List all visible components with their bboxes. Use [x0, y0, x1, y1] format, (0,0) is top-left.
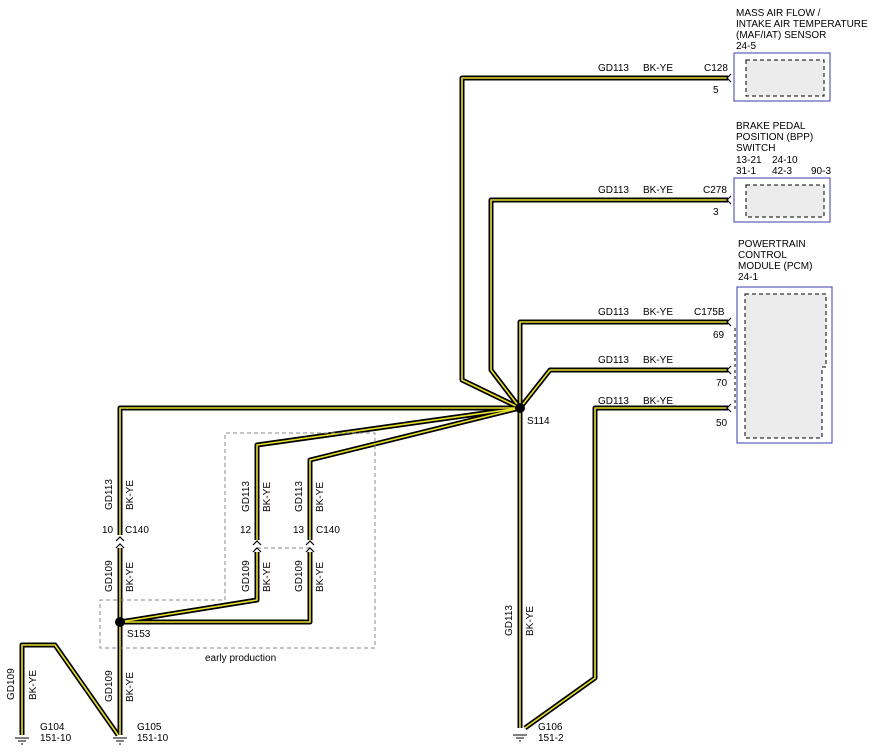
pin-c140-10 — [115, 536, 125, 542]
ground-g105-symbol — [113, 737, 127, 745]
label-bkye-g106: BK-YE — [525, 606, 536, 636]
wire-label-bkye-c128: BK-YE — [643, 63, 674, 74]
wire-label-gd113-50: GD113 — [598, 396, 629, 407]
bpp-ref-b: 24-10 — [772, 155, 798, 166]
label-gd109-g104: GD109 — [6, 668, 17, 700]
pin-c140-13: 13 — [293, 525, 305, 536]
label-gd109-c140-10-b: GD109 — [104, 560, 115, 592]
early-production-outline — [99, 432, 376, 649]
wire-s114-c140-12 — [254, 405, 521, 540]
maf-title-line2: INTAKE AIR TEMPERATURE — [736, 19, 868, 30]
ground-g104-symbol — [15, 737, 29, 745]
wire-s114-c140-10 — [117, 405, 520, 535]
bpp-switch — [733, 177, 831, 223]
vertical-wire-labels: GD113 BK-YE GD113 BK-YE GD113 BK-YE GD10… — [6, 479, 536, 702]
bpp-title-line2: POSITION (BPP) — [736, 132, 814, 143]
wire-s114-c278 — [488, 197, 728, 410]
pin-c175b-70: 70 — [716, 378, 728, 389]
bpp-ref-a: 13-21 — [736, 155, 762, 166]
pin-c140-12 — [252, 540, 262, 546]
wire-c175b-50-g106 — [523, 405, 728, 731]
label-bkye-c140-12-b: BK-YE — [262, 562, 273, 592]
pin-c175b-50: 50 — [716, 418, 728, 429]
pin-c175b-70 — [726, 365, 732, 375]
pin-c140-13-lower — [305, 547, 315, 553]
label-bkye-c140-13-b: BK-YE — [315, 562, 326, 592]
ground-g106: G106 — [538, 722, 563, 733]
label-gd109-c140-13-b: GD109 — [294, 560, 305, 592]
label-gd113-c140-12-a: GD113 — [241, 481, 252, 512]
label-bkye-c140-12-a: BK-YE — [262, 482, 273, 512]
wire-label-bkye-50: BK-YE — [643, 396, 674, 407]
early-production-note: early production — [205, 653, 277, 664]
ground-g105: G105 — [137, 722, 162, 733]
ground-g106-ref: 151-2 — [538, 733, 564, 744]
pin-c140-12: 12 — [240, 525, 252, 536]
pin-c140-10: 10 — [102, 525, 114, 536]
wire-label-gd113-70: GD113 — [598, 355, 629, 366]
ground-g105-ref: 151-10 — [137, 733, 169, 744]
bpp-title-line1: BRAKE PEDAL — [736, 121, 806, 132]
pcm-ref: 24-1 — [738, 272, 759, 283]
wire-c140-13-s153 — [120, 552, 313, 625]
wire-label-gd113-c128: GD113 — [598, 63, 629, 74]
wire-s114-c128 — [459, 75, 728, 411]
connector-c278: C278 — [703, 185, 727, 196]
wire-s114-c140-13 — [307, 405, 521, 540]
wire-label-gd113-c278: GD113 — [598, 185, 629, 196]
ground-g106-symbol — [513, 734, 527, 742]
maf-iat-sensor — [733, 52, 831, 102]
bpp-ref-e: 90-3 — [811, 166, 832, 177]
splice-s153-dot — [115, 617, 125, 627]
label-gd109-c140-12-b: GD109 — [241, 560, 252, 592]
maf-ref: 24-5 — [736, 41, 757, 52]
connector-pins — [115, 73, 732, 553]
connector-c140-a: C140 — [125, 525, 149, 536]
bpp-ref-d: 42-3 — [772, 166, 793, 177]
pcm-module — [734, 286, 833, 444]
label-gd109-g105: GD109 — [104, 670, 115, 702]
ground-symbols — [15, 734, 527, 745]
pin-c175b-69: 69 — [713, 330, 725, 341]
pin-c140-12-lower — [252, 547, 262, 553]
wire-label-bkye-c278: BK-YE — [643, 185, 674, 196]
bpp-ref-c: 31-1 — [736, 166, 757, 177]
pcm-title-line2: CONTROL — [738, 250, 787, 261]
ground-g104: G104 — [40, 722, 65, 733]
pin-c128: 5 — [713, 85, 719, 96]
label-gd113-c140-13-a: GD113 — [294, 481, 305, 512]
ground-g104-ref: 151-10 — [40, 733, 72, 744]
label-gd113-g106: GD113 — [504, 605, 515, 636]
label-bkye-g104: BK-YE — [28, 670, 39, 700]
splice-s114-dot — [515, 403, 525, 413]
pin-c278: 3 — [713, 207, 719, 218]
bpp-title-line3: SWITCH — [736, 143, 776, 154]
pin-c278-3 — [726, 195, 732, 205]
wire-label-gd113-69: GD113 — [598, 307, 629, 318]
maf-title-line1: MASS AIR FLOW / — [736, 8, 821, 19]
pcm-title-line1: POWERTRAIN — [738, 239, 806, 250]
label-bkye-c140-13-a: BK-YE — [315, 482, 326, 512]
label-bkye-g105: BK-YE — [125, 672, 136, 702]
pin-c175b-69 — [726, 317, 732, 327]
pin-c128-5 — [726, 73, 732, 83]
connector-c175b: C175B — [694, 307, 725, 318]
pin-c140-13 — [305, 540, 315, 546]
wire-label-bkye-69: BK-YE — [643, 307, 674, 318]
connector-c128: C128 — [704, 63, 728, 74]
connector-c140-b: C140 — [316, 525, 340, 536]
wire-label-bkye-70: BK-YE — [643, 355, 674, 366]
wire-layer — [19, 75, 728, 737]
label-bkye-c140-10-a: BK-YE — [125, 480, 136, 510]
pcm-title-line3: MODULE (PCM) — [738, 261, 813, 272]
pin-c175b-50 — [726, 403, 732, 413]
splice-s114: S114 — [527, 416, 550, 427]
pin-c140-10-lower — [115, 543, 125, 549]
splice-s153: S153 — [127, 629, 151, 640]
maf-title-line3: (MAF/IAT) SENSOR — [736, 30, 827, 41]
label-bkye-c140-10-b: BK-YE — [125, 562, 136, 592]
label-gd113-c140-10-a: GD113 — [104, 479, 115, 510]
